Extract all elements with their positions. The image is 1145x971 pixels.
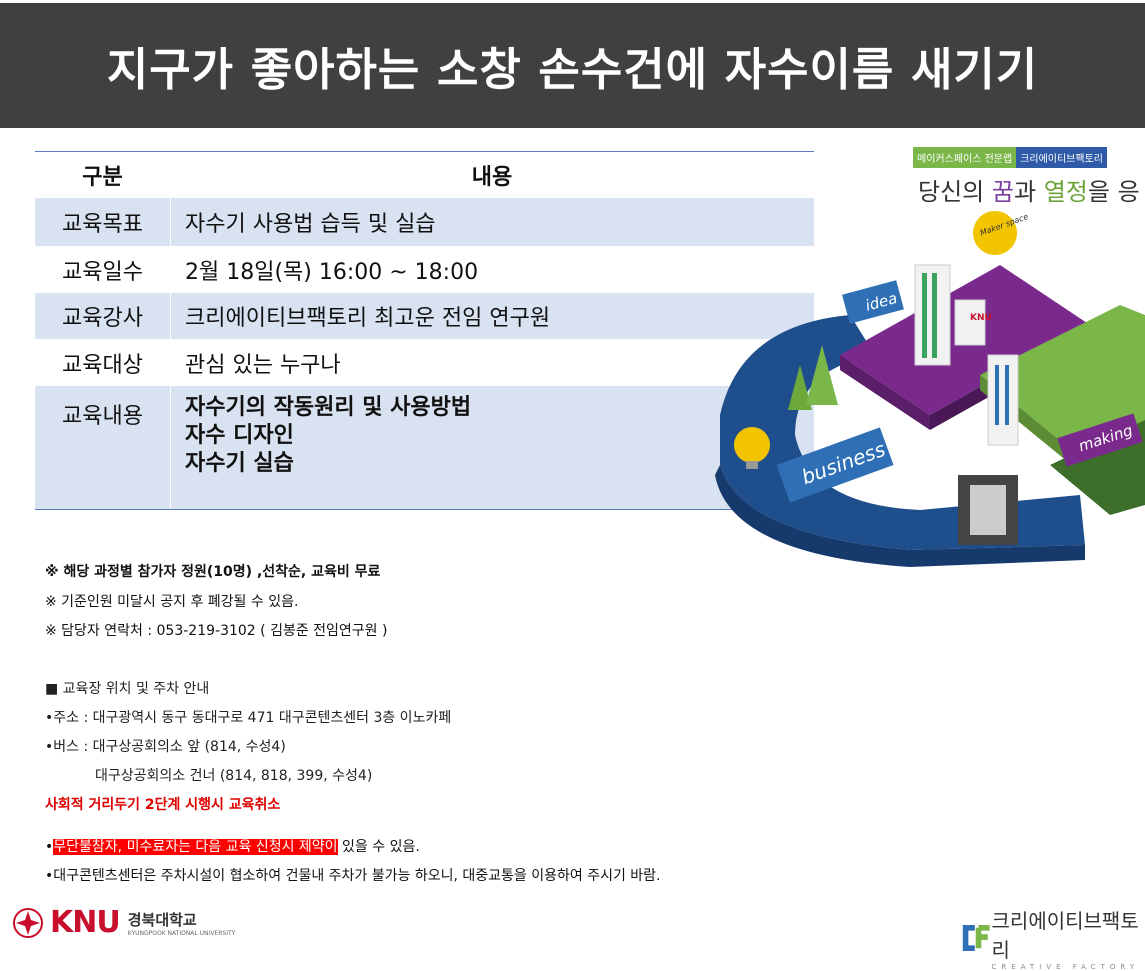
- notice-list: ※ 해당 과정별 참가자 정원(10명) ,선착순, 교육비 무료 ※ 기준인원…: [45, 558, 387, 647]
- row-value: 크리에이티브팩토리 최고운 전임 연구원: [185, 306, 551, 331]
- table-row: 교육강사 크리에이티브팩토리 최고운 전임 연구원: [35, 293, 814, 339]
- address: •주소 : 대구광역시 동구 동대구로 471 대구콘텐츠센터 3층 이노카페: [45, 710, 452, 726]
- knu-sign-label: KNU: [970, 313, 992, 323]
- makerspace-illustration: idea Maker space business making KNU: [715, 211, 1145, 567]
- bullet: •: [45, 839, 54, 855]
- notice-item: ※ 해당 과정별 참가자 정원(10명) ,선착순, 교육비 무료: [45, 564, 381, 580]
- header-content: 내용: [471, 165, 513, 190]
- footer-notes: •무단불참자, 미수료자는 다음 교육 신청시 제약이 있을 수 있음. •대구…: [45, 833, 661, 891]
- content-line: 자수 디자인: [185, 423, 294, 448]
- notice-rest: 있을 수 있음.: [337, 839, 420, 855]
- title-banner: 지구가 좋아하는 소창 손수건에 자수이름 새기기: [0, 3, 1145, 128]
- knu-name-en: KYUNGPOOK NATIONAL UNIVERSITY: [127, 929, 236, 937]
- row-value: 2월 18일(목) 16:00 ~ 18:00: [185, 259, 479, 285]
- cf-name-en: CREATIVE FACTORY: [991, 963, 1140, 971]
- page-title: 지구가 좋아하는 소창 손수건에 자수이름 새기기: [106, 43, 1039, 96]
- row-label: 교육내용: [35, 386, 171, 509]
- row-label: 교육강사: [35, 293, 171, 339]
- cf-name-ko: 크리에이티브팩토리: [991, 909, 1139, 962]
- info-table: 구분 내용 교육목표 자수기 사용법 습득 및 실습 교육일수 2월 18일(목…: [35, 151, 814, 510]
- slogan-part: 과: [1013, 178, 1044, 206]
- makerspace-tagline: 메이커스페이스 전문랩 크리에이티브팩토리: [913, 147, 1107, 168]
- row-value: 자수기 사용법 습득 및 실습: [185, 212, 436, 237]
- slogan-part: 열정: [1043, 178, 1088, 206]
- slogan-part: 당신의: [918, 178, 992, 206]
- notice-item: ※ 기준인원 미달시 공지 후 폐강될 수 있음.: [45, 593, 299, 610]
- table-row: 교육목표 자수기 사용법 습득 및 실습: [35, 198, 814, 246]
- bus-info: 대구상공회의소 건너 (814, 818, 399, 수성4): [95, 768, 373, 784]
- table-row: 교육내용 자수기의 작동원리 및 사용방법 자수 디자인 자수기 실습: [35, 386, 814, 510]
- cf-mark-icon: [962, 925, 990, 951]
- table-row: 교육일수 2월 18일(목) 16:00 ~ 18:00: [35, 246, 814, 293]
- content-line: 자수기 실습: [185, 451, 294, 476]
- row-label: 교육일수: [35, 246, 171, 293]
- highlighted-warning: 무단불참자, 미수료자는 다음 교육 신청시 제약이: [53, 839, 338, 855]
- creative-factory-logo: 크리에이티브팩토리 CREATIVE FACTORY: [960, 905, 1145, 971]
- row-label: 교육대상: [35, 339, 171, 386]
- table-row: 교육대상 관심 있는 누구나: [35, 339, 814, 386]
- notice-item: ※ 담당자 연락처 : 053-219-3102 ( 김봉준 전임연구원 ): [45, 623, 388, 639]
- content-line: 자수기의 작동원리 및 사용방법: [185, 395, 472, 420]
- knu-logo: KNU 경북대학교 KYUNGPOOK NATIONAL UNIVERSITY: [12, 905, 235, 940]
- bus-info: •버스 : 대구상공회의소 앞 (814, 수성4): [45, 739, 286, 755]
- slogan: 당신의 꿈과 열정을 응: [918, 172, 1140, 207]
- knu-wordmark: KNU: [50, 905, 121, 940]
- parking-notice: •대구콘텐츠센터은 주차시설이 협소하여 건물내 주차가 불가능 하오니, 대중…: [45, 868, 661, 884]
- cancellation-warning: 사회적 거리두기 2단계 시행시 교육취소: [45, 797, 281, 813]
- row-value: 관심 있는 누구나: [185, 352, 341, 378]
- row-label: 교육목표: [35, 198, 171, 246]
- location-info: ■ 교육장 위치 및 주차 안내 •주소 : 대구광역시 동구 동대구로 471…: [45, 675, 451, 820]
- no-show-notice: •무단불참자, 미수료자는 다음 교육 신청시 제약이 있을 수 있음.: [45, 833, 661, 862]
- tag-makerspace: 메이커스페이스 전문랩: [913, 147, 1017, 168]
- knu-name-ko: 경북대학교: [127, 910, 197, 929]
- header-category: 구분: [82, 165, 123, 190]
- table-header: 구분 내용: [35, 152, 814, 198]
- slogan-part: 꿈: [991, 178, 1014, 206]
- row-value: 자수기의 작동원리 및 사용방법 자수 디자인 자수기 실습: [171, 386, 814, 478]
- knu-emblem-icon: [13, 907, 43, 938]
- slogan-part: 을 응: [1087, 178, 1140, 206]
- location-title: ■ 교육장 위치 및 주차 안내: [45, 681, 210, 697]
- tag-creative-factory: 크리에이티브팩토리: [1016, 147, 1107, 168]
